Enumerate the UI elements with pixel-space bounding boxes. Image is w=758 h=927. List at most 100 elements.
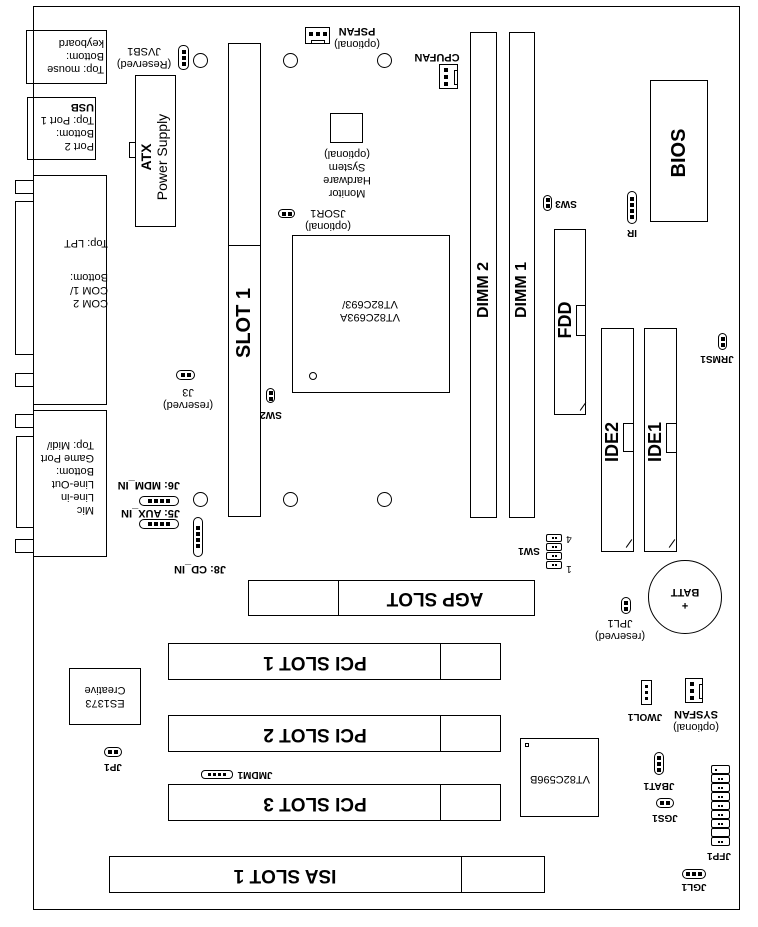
dimm1-slot bbox=[509, 32, 535, 518]
mounting-hole bbox=[193, 53, 208, 68]
battery-label: + BATT bbox=[670, 586, 700, 611]
mounting-hole bbox=[377, 53, 392, 68]
sw1-label: SW1 bbox=[518, 545, 540, 556]
jgl1-jumper[interactable] bbox=[682, 869, 706, 879]
cpu-slot1 bbox=[228, 43, 261, 517]
cpu-slot1-divider bbox=[228, 245, 261, 246]
sw1-pin4-label: 4 bbox=[566, 533, 572, 544]
jfp1-label: JFP1 bbox=[707, 850, 731, 861]
pci-slot-3-divider bbox=[440, 784, 441, 821]
jpl1-jumper[interactable] bbox=[621, 597, 631, 614]
north-bridge-chip bbox=[292, 235, 450, 393]
j6-label: J6: MDM_IN bbox=[117, 479, 180, 491]
dimm2-label: DIMM 2 bbox=[475, 262, 492, 318]
lpt-com-label: COM 2 COM 1/ Bottom: Top: LPT bbox=[63, 237, 108, 309]
jbat1-jumper[interactable] bbox=[654, 752, 664, 775]
j8-header[interactable] bbox=[193, 517, 203, 557]
mounting-hole bbox=[283, 492, 298, 507]
ps2-connector bbox=[26, 30, 107, 84]
audio-game-label: Mic Line-in Line-Out Bottom: Game Port T… bbox=[40, 439, 94, 516]
north-bridge-label: VT82C693A VT82C693/ bbox=[340, 298, 400, 323]
pci-slot-1-divider bbox=[440, 643, 441, 680]
cpufan-label: CPUFAN bbox=[414, 51, 460, 63]
sw2-jumper[interactable] bbox=[266, 388, 275, 403]
psfan-connector[interactable] bbox=[305, 27, 330, 44]
atx-power-label: ATX Power Supply bbox=[138, 113, 170, 201]
audio-chip-label: ES1373 Creative bbox=[84, 684, 126, 709]
j6-header[interactable] bbox=[139, 496, 179, 506]
audio-chip bbox=[69, 668, 141, 725]
hw-monitor-chip bbox=[330, 113, 363, 143]
bios-chip bbox=[650, 80, 708, 222]
ir-header[interactable] bbox=[627, 191, 637, 224]
agp-slot bbox=[248, 580, 535, 616]
pin1-marker bbox=[309, 372, 317, 380]
usb-connector bbox=[27, 97, 96, 160]
mounting-hole bbox=[283, 53, 298, 68]
jfp1-front-panel-header[interactable] bbox=[711, 765, 730, 846]
j3-jumper[interactable] bbox=[176, 370, 195, 380]
lpt-com-tab-bottom bbox=[15, 373, 34, 387]
cpu-slot1-label: SLOT 1 bbox=[233, 288, 255, 359]
south-bridge-label: VT82C596B bbox=[530, 773, 590, 785]
j8-label: J8: CD_IN bbox=[174, 563, 226, 575]
dimm2-slot bbox=[470, 32, 497, 518]
sw2-label: SW2 bbox=[260, 409, 282, 420]
jp1-label: JP1 bbox=[104, 761, 122, 772]
jmdm1-header[interactable] bbox=[201, 770, 233, 779]
sw3-label: SW3 bbox=[555, 198, 577, 209]
sysfan-label: (optional) SYSFAN bbox=[673, 708, 719, 733]
ide2-key bbox=[623, 423, 634, 452]
agp-slot-divider bbox=[338, 580, 339, 616]
pci-slot-2-label: PCI SLOT 2 bbox=[263, 724, 367, 745]
fdd-key bbox=[576, 305, 586, 336]
cpufan-connector[interactable] bbox=[439, 64, 458, 89]
mounting-hole bbox=[377, 492, 392, 507]
mounting-hole bbox=[193, 492, 208, 507]
pci-slot-2 bbox=[168, 715, 501, 752]
ide2-label: IDE2 bbox=[602, 421, 622, 463]
south-bridge-pin1-marker bbox=[525, 743, 529, 747]
lpt-com-tab-top bbox=[15, 180, 34, 194]
battery bbox=[648, 560, 722, 634]
jmdm1-label: JMDM1 bbox=[237, 769, 273, 780]
jbat1-label: JBAT1 bbox=[643, 780, 675, 791]
jpl1-label: (reserved) JPL1 bbox=[594, 617, 646, 642]
jvsb1-label: (Reserved) JVSB1 bbox=[116, 45, 172, 70]
jrms1-label: JRMS1 bbox=[700, 353, 734, 364]
jgs1-jumper[interactable] bbox=[656, 798, 674, 808]
pci-slot-3-label: PCI SLOT 3 bbox=[263, 793, 367, 814]
sw1-pin1-label: 1 bbox=[566, 563, 572, 574]
audio-tab-top bbox=[15, 414, 34, 428]
ide1-key bbox=[666, 423, 677, 453]
dimm1-label: DIMM 1 bbox=[513, 262, 530, 318]
sysfan-connector[interactable] bbox=[685, 678, 703, 703]
jsor1-label: (optional) JSOR1 bbox=[305, 207, 351, 232]
jwol1-label: JWOL1 bbox=[627, 711, 663, 722]
lpt-com-shell bbox=[15, 201, 34, 355]
isa-slot bbox=[109, 856, 545, 893]
jgs1-label: JGS1 bbox=[652, 812, 678, 823]
jrms1-jumper[interactable] bbox=[718, 333, 727, 350]
usb-label: Port 2 Bottom: Top: Port 1 USB bbox=[40, 101, 94, 152]
fdd-label: FDD bbox=[555, 301, 575, 339]
agp-slot-label: AGP SLOT bbox=[386, 588, 484, 609]
psfan-label: (optional) PSFAN bbox=[334, 25, 380, 50]
audio-game-shell bbox=[16, 436, 34, 528]
jsor1-jumper[interactable] bbox=[278, 209, 295, 218]
jp1-jumper[interactable] bbox=[104, 747, 122, 757]
jwol1-connector[interactable] bbox=[641, 680, 652, 705]
ide1-label: IDE1 bbox=[645, 421, 665, 463]
j5-label: J5: AUX_IN bbox=[121, 507, 180, 519]
sw3-jumper[interactable] bbox=[543, 195, 552, 211]
jvsb1-jumper[interactable] bbox=[178, 45, 189, 70]
j5-header[interactable] bbox=[139, 519, 179, 529]
audio-tab-bottom bbox=[15, 539, 34, 553]
sw1-dip-switch[interactable] bbox=[546, 534, 562, 569]
jgl1-label: JGL1 bbox=[681, 881, 707, 892]
ir-label: IR bbox=[627, 227, 637, 238]
ps2-label: Top: mouse Bottom: keyboard bbox=[47, 37, 104, 75]
pci-slot-1 bbox=[168, 643, 501, 680]
pci-slot-1-label: PCI SLOT 1 bbox=[263, 652, 367, 673]
isa-slot-divider bbox=[461, 856, 462, 893]
